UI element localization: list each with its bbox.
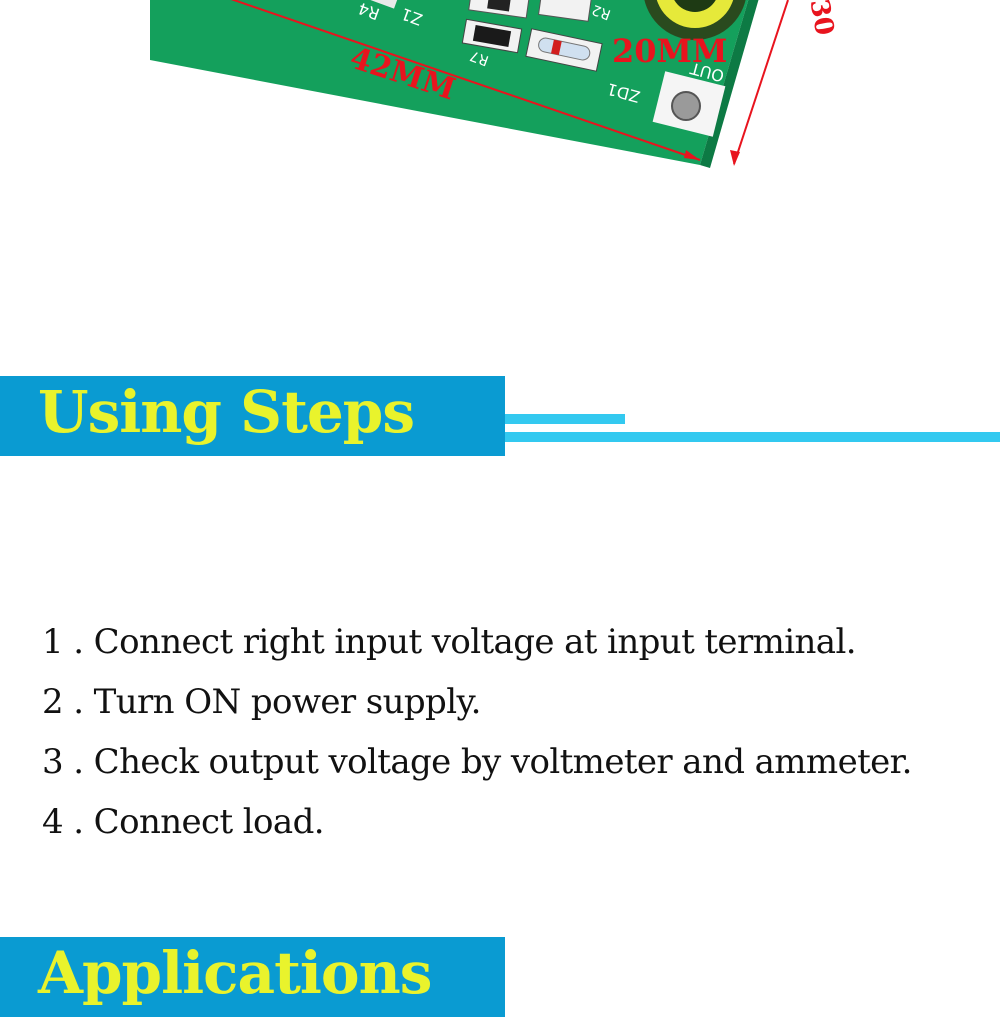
- step-item-4: 4 . Connect load.: [42, 802, 325, 842]
- header-accent-line-short: [505, 414, 625, 424]
- silkscreen-r4: R4: [356, 0, 383, 24]
- step-item-3: 3 . Check output voltage by voltmeter an…: [42, 742, 912, 782]
- output-pad: [652, 71, 726, 137]
- silkscreen-r7: R7: [468, 47, 491, 68]
- section-title-applications: Applications: [38, 939, 432, 1007]
- width-dimension: [230, 0, 701, 161]
- steps-list: 1 . Connect right input voltage at input…: [42, 618, 912, 858]
- step-item-1: 1 . Connect right input voltage at input…: [42, 622, 857, 662]
- applications-header: Applications: [0, 937, 505, 1017]
- smd-component-1: [468, 0, 530, 19]
- side-dimension-label: 30: [803, 0, 839, 38]
- inductor-coil: [644, 0, 746, 40]
- using-steps-header: Using Steps: [0, 376, 505, 456]
- header-accent-line-long: [505, 432, 1000, 442]
- resistor-r4: [365, 0, 401, 9]
- coil-dimension-label: 20MM: [612, 32, 727, 70]
- pcb-module-photo: R4 Z1 R7 R2 ZD1 OUT 42MM 30 20MM: [150, 0, 839, 168]
- pcb-board: [150, 0, 749, 165]
- step-item-2: 2 . Turn ON power supply.: [42, 682, 481, 722]
- height-dimension: [730, 0, 789, 166]
- smd-component-2: [538, 0, 592, 22]
- section-title-using-steps: Using Steps: [38, 378, 415, 446]
- resistor-r7: [461, 18, 523, 54]
- silkscreen-r2: R2: [590, 1, 613, 22]
- zener-diode-zd1: [525, 28, 603, 72]
